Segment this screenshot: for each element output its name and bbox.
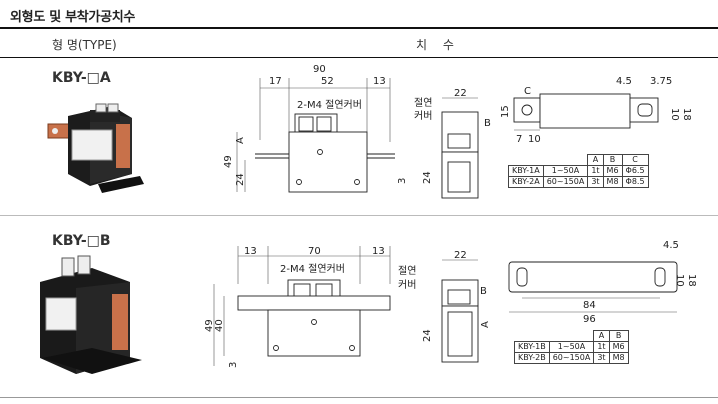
header-bottom-rule — [0, 57, 718, 58]
table-b-header-a: A — [593, 330, 610, 342]
model-name-b: KBY-□B — [52, 233, 111, 249]
dim-b-bar-84: 84 — [583, 300, 596, 311]
dim-a-49: 49 — [223, 155, 234, 168]
table-cell: 3t — [593, 352, 610, 364]
dim-b-40: 40 — [214, 319, 225, 332]
table-cell: 1t — [587, 165, 604, 177]
section-title: 외형도 및 부착가공치수 — [10, 10, 136, 25]
table-cell: M8 — [602, 176, 623, 188]
dim-b-70: 70 — [308, 246, 321, 257]
side-view-a: 절연 커버 22 B 24 — [414, 88, 491, 199]
dim-b-49: 49 — [204, 319, 215, 332]
dim-b-bar-4_5: 4.5 — [663, 240, 679, 251]
table-cell: 1~50A — [548, 341, 595, 353]
dim-b-bar-96: 96 — [583, 314, 596, 325]
table-cell — [515, 331, 550, 342]
dim-a-52: 52 — [321, 76, 334, 87]
table-cell: KBY-1A — [508, 165, 544, 177]
dim-b-3: 3 — [228, 362, 239, 368]
dim-a-bar-4_5: 4.5 — [616, 76, 632, 87]
model-name-a: KBY-□A — [52, 70, 111, 86]
label-a-insulation-1: 절연 — [414, 96, 432, 109]
table-b-header-b: B — [608, 330, 629, 342]
dim-b-bar-18: 18 — [686, 274, 697, 287]
dim-a-bar-7: 7 — [516, 134, 522, 145]
dim-a-17: 17 — [269, 76, 282, 87]
table-cell: KBY-2B — [514, 352, 550, 364]
dim-a-bar-18: 18 — [681, 108, 692, 121]
dim-a-bar-3_75: 3.75 — [650, 76, 672, 87]
dim-a-bar-15: 15 — [500, 105, 511, 118]
table-cell: 3t — [587, 176, 604, 188]
table-cell — [509, 155, 544, 166]
mark-a-c: C — [524, 86, 531, 97]
row-separator — [0, 215, 718, 216]
table-cell: Φ8.5 — [621, 176, 649, 188]
dim-a-3: 3 — [397, 178, 408, 184]
table-a-header-c: C — [621, 154, 649, 166]
label-a-insulation-2: 커버 — [414, 110, 432, 122]
label-b-screw-cover: 2-M4 절연커버 — [280, 262, 345, 275]
mark-a-b: B — [484, 118, 491, 129]
dim-a-90: 90 — [313, 64, 326, 75]
dimension-column-header: 치 수 — [416, 38, 460, 52]
dim-b-13: 13 — [244, 246, 257, 257]
table-a-header-b: B — [602, 154, 623, 166]
mark-b-b: B — [480, 286, 487, 297]
dim-b-22: 22 — [454, 250, 467, 261]
dim-a-bar-10: 10 — [528, 134, 541, 145]
table-cell: M6 — [608, 341, 629, 353]
dim-a-13: 13 — [373, 76, 386, 87]
busbar-view-b: 4.5 84 96 10 18 — [508, 240, 697, 325]
dim-a-22: 22 — [454, 88, 467, 99]
front-view-b: 13 70 13 2-M4 절연커버 49 40 3 — [204, 246, 391, 368]
product-photo-a — [47, 103, 144, 193]
header-top-rule — [0, 27, 718, 29]
dim-b-bar-10: 10 — [674, 274, 685, 287]
table-cell: 1t — [593, 341, 610, 353]
front-view-a: 17 52 13 90 2-M4 절연커버 49 24 A 3 — [223, 64, 408, 193]
bottom-rule — [0, 397, 718, 398]
table-cell — [543, 155, 588, 166]
dim-b-side-24: 24 — [422, 329, 433, 342]
product-photo-b — [40, 255, 142, 374]
mark-a-side: A — [235, 137, 246, 144]
mark-b-a: A — [480, 321, 491, 328]
label-a-screw-cover: 2-M4 절연커버 — [297, 98, 362, 111]
busbar-view-a: 4.5 3.75 C 7 10 15 10 18 — [500, 76, 692, 145]
dim-a-bar-10r: 10 — [669, 108, 680, 121]
dim-a-24: 24 — [235, 173, 246, 186]
table-cell: 60~150A — [542, 176, 589, 188]
table-cell: M6 — [602, 165, 623, 177]
table-cell: 1~50A — [542, 165, 589, 177]
table-cell: KBY-1B — [514, 341, 550, 353]
table-cell — [549, 331, 594, 342]
label-b-insulation-2: 커버 — [398, 279, 416, 291]
dim-a-side-24: 24 — [422, 171, 433, 184]
label-b-insulation-1: 절연 — [398, 264, 416, 277]
table-a-header-a: A — [587, 154, 604, 166]
dim-b-13r: 13 — [372, 246, 385, 257]
table-cell: Φ6.5 — [621, 165, 649, 177]
table-cell: M8 — [608, 352, 629, 364]
table-cell: 60~150A — [548, 352, 595, 364]
type-column-header: 형 명(TYPE) — [52, 38, 117, 52]
side-view-b: 절연 커버 22 B A 24 — [398, 250, 491, 363]
table-cell: KBY-2A — [508, 176, 544, 188]
